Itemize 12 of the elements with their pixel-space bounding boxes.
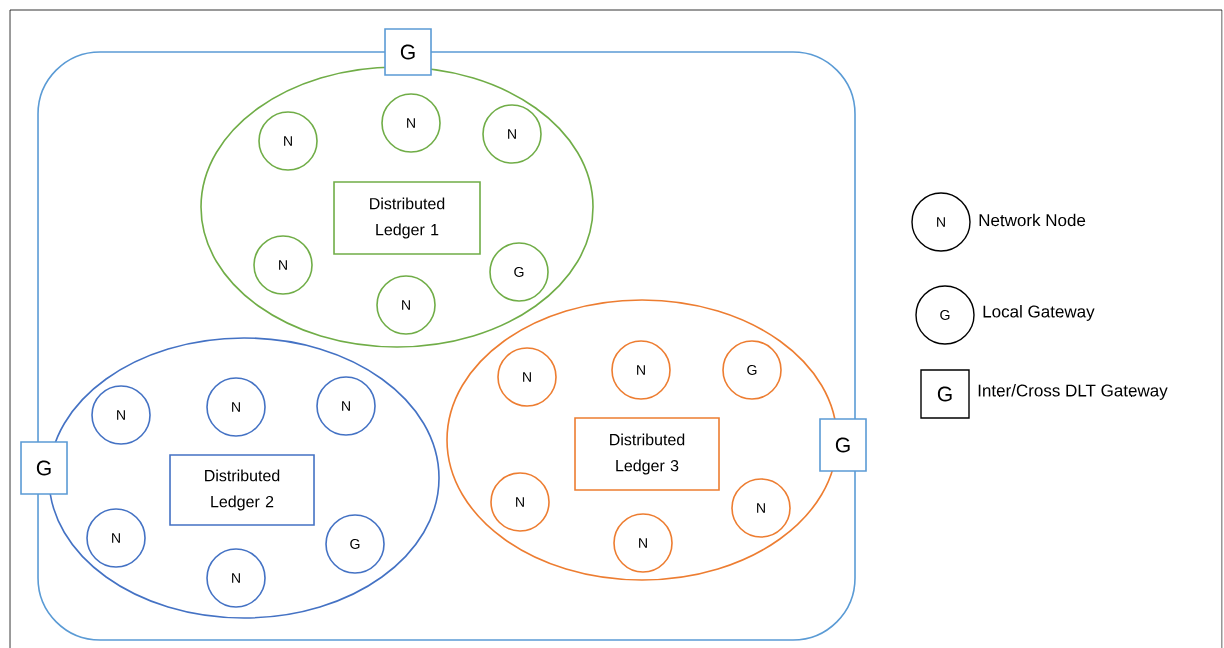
gateway-square: G	[20, 441, 68, 495]
ledger-box: Distributed Ledger 2	[169, 454, 315, 526]
legend-text: Network Node	[979, 213, 1086, 227]
legend-square: G	[920, 369, 970, 419]
ledger-box: Distributed Ledger 3	[574, 417, 720, 491]
legend-text: Inter/Cross DLT Gateway	[978, 384, 1168, 400]
ledger-ellipse	[446, 299, 838, 581]
ledger-ellipse	[200, 66, 594, 348]
ledger-box: Distributed Ledger 1	[333, 181, 481, 255]
gateway-square: G	[384, 28, 432, 76]
legend-text: Local Gateway	[983, 305, 1095, 321]
gateway-square: G	[819, 418, 867, 472]
